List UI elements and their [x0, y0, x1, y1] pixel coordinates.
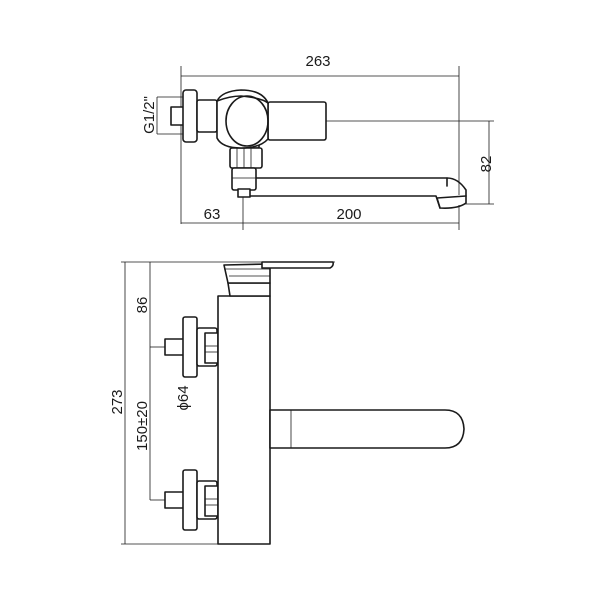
front-body — [217, 295, 271, 545]
dimension-263: 263 — [180, 53, 460, 224]
front-spout — [269, 409, 465, 449]
top-spout — [242, 177, 467, 209]
dim-label-200: 200 — [336, 206, 361, 223]
dim-label-63: 63 — [204, 206, 221, 223]
top-inlet-cover — [170, 89, 218, 143]
front-handle — [223, 261, 334, 297]
dim-label-150: 150±20 — [134, 401, 151, 451]
front-lower-inlet — [164, 469, 219, 531]
dim-label-273: 273 — [109, 389, 126, 414]
front-upper-inlet — [164, 316, 219, 378]
dimension-63-200: 63 200 — [181, 195, 460, 230]
top-body-handle — [216, 89, 327, 149]
front-view: 273 86 150±20 ϕ64 — [109, 261, 465, 545]
top-view: 263 82 63 200 G1/2" — [141, 53, 495, 230]
dim-label-86: 86 — [134, 297, 151, 314]
dimension-86-150: 86 150±20 — [134, 262, 165, 501]
dimension-82: 82 — [325, 120, 495, 205]
dim-label-thread: G1/2" — [141, 96, 158, 134]
dim-label-diameter: ϕ64 — [175, 385, 192, 410]
dimension-thread: G1/2" — [141, 96, 183, 135]
dimension-diameter: ϕ64 — [175, 385, 192, 410]
dim-label-82: 82 — [478, 156, 495, 173]
dim-label-263: 263 — [305, 53, 330, 70]
